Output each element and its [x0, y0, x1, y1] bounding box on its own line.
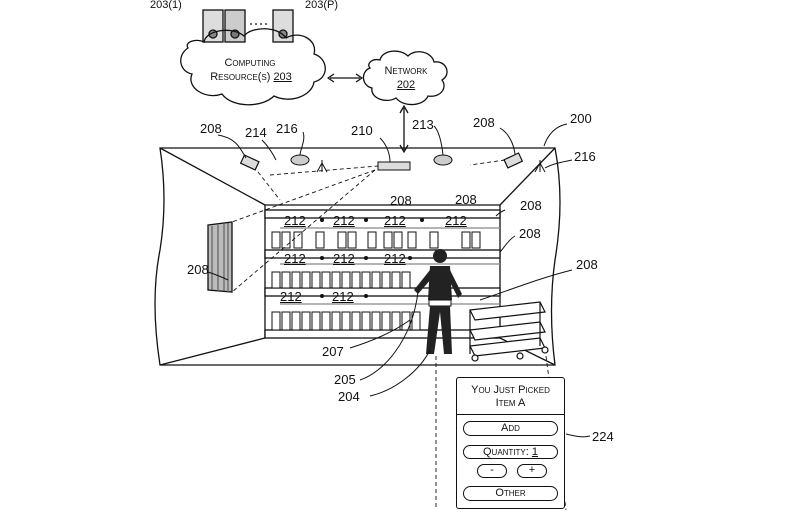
- ref-204: 204: [338, 389, 360, 404]
- ref-208-camera-left: 208: [200, 121, 222, 136]
- server-rack-icon: [202, 9, 294, 43]
- cart: [469, 301, 549, 362]
- items-row-2: [271, 271, 411, 289]
- ref-200: 200: [570, 111, 592, 126]
- add-button[interactable]: Add: [463, 421, 558, 436]
- antenna-icon: [316, 160, 328, 173]
- decrement-button[interactable]: -: [477, 464, 507, 478]
- ref-212: 212: [384, 251, 406, 266]
- ref-208-cart: 208: [576, 257, 598, 272]
- server-first-label: 203(1): [150, 0, 182, 11]
- ref-214: 214: [245, 125, 267, 140]
- computing-resources-cloud: [180, 28, 326, 106]
- ref-224: 224: [592, 429, 614, 444]
- camera-icon: [239, 152, 524, 171]
- ref-208-camera-right: 208: [473, 115, 495, 130]
- facility-room: [154, 147, 561, 366]
- ref-205: 205: [334, 372, 356, 387]
- server-last-label: 203(P): [305, 0, 339, 11]
- ref-212: 212: [284, 213, 306, 228]
- ref-208-shelf-right-1: 208: [520, 198, 542, 213]
- ref-212: 212: [384, 213, 406, 228]
- quantity-value: 1: [531, 446, 539, 458]
- panel-title-line1: You Just Picked: [471, 384, 550, 396]
- increment-button[interactable]: +: [517, 464, 547, 478]
- ref-212: 212: [333, 251, 355, 266]
- computing-resources-ref: 203: [273, 71, 292, 83]
- overhead-sensor: [377, 161, 411, 171]
- ref-212: 212: [284, 251, 306, 266]
- panel-divider: [457, 414, 564, 415]
- network-cloud: [362, 50, 448, 106]
- other-button[interactable]: Other: [463, 486, 558, 501]
- ref-208-shelf-a: 208: [390, 193, 412, 208]
- ref-208-wall: 208: [187, 262, 209, 277]
- items-row-3: [271, 311, 421, 331]
- shelf-markers: [320, 218, 424, 298]
- ref-216-right: 216: [574, 149, 596, 164]
- ref-212: 212: [445, 213, 467, 228]
- user-person: [414, 249, 462, 354]
- ref-216-left: 216: [276, 121, 298, 136]
- panel-title: You Just Picked Item A: [457, 384, 564, 410]
- ref-210: 210: [351, 123, 373, 138]
- light-icon: [290, 154, 310, 166]
- wall-display: [207, 221, 233, 293]
- quantity-field[interactable]: Quantity: 1: [463, 445, 558, 459]
- computing-resources-text: Resource(s): [210, 71, 271, 83]
- ref-208-shelf-right-2: 208: [519, 226, 541, 241]
- network-label: Network: [384, 65, 428, 77]
- quantity-label: Quantity:: [482, 446, 529, 458]
- computing-resources-label-line2: Resource(s) 203: [196, 72, 306, 83]
- antenna-icon: [534, 160, 546, 173]
- ref-207: 207: [322, 344, 344, 359]
- ref-212: 212: [333, 213, 355, 228]
- ref-212: 212: [332, 289, 354, 304]
- computing-resources-label-line1: Computing: [224, 57, 276, 69]
- ref-213: 213: [412, 117, 434, 132]
- panel-title-line2: Item A: [495, 397, 526, 409]
- network-ref: 202: [396, 79, 416, 91]
- items-row-1: [271, 231, 481, 249]
- ref-208-shelf-b: 208: [455, 192, 477, 207]
- light-icon: [433, 154, 453, 166]
- pick-confirmation-panel: You Just Picked Item A Add Quantity: 1 -…: [456, 377, 565, 509]
- ref-212: 212: [280, 289, 302, 304]
